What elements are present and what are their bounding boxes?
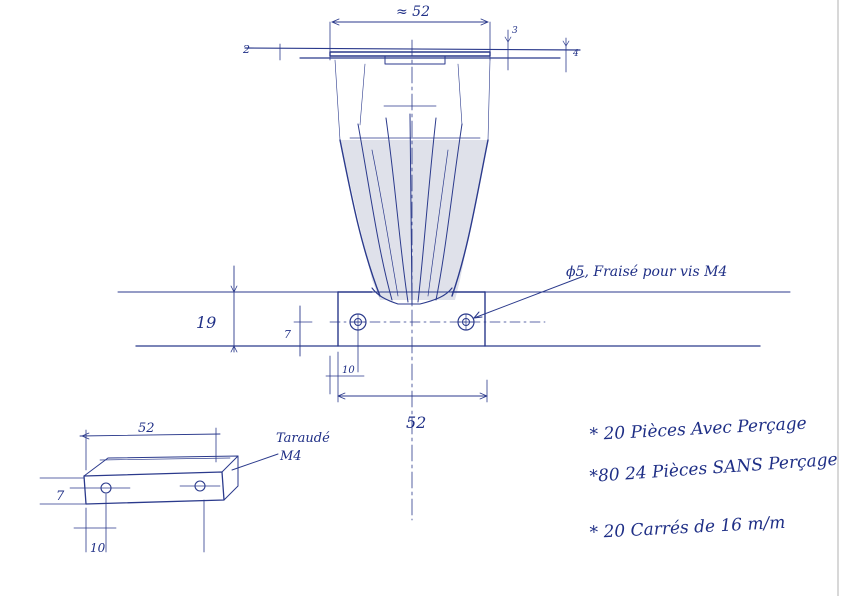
- base-height-label: 19: [196, 313, 216, 332]
- hole-left-icon: [349, 313, 367, 331]
- side-view-block: [39, 427, 279, 553]
- note-squares: * 20 Carrés de 16 m/m: [589, 513, 786, 543]
- hole-callout-text: ϕ5, Fraisé pour vis M4: [566, 264, 727, 280]
- side-offset-label: 10: [90, 541, 106, 555]
- note-with-drilling: * 20 Pièces Avec Perçage: [589, 414, 807, 445]
- hole-offset-label: 10: [342, 365, 355, 376]
- base-plate: [117, 39, 791, 521]
- side-width-label: 52: [138, 421, 155, 436]
- top-width-label: ≈ 52: [396, 4, 430, 20]
- thread-note-line2: M4: [279, 449, 302, 464]
- hole-height-label: 7: [284, 328, 291, 341]
- hole-right-icon: [457, 313, 475, 331]
- base-span-label: 52: [406, 413, 426, 432]
- note-without-drilling: *80 24 Pièces SANS Perçage: [589, 450, 838, 487]
- fluted-cone-body: [334, 59, 491, 305]
- hole-callout-arrow-icon: [473, 311, 483, 319]
- side-height-label: 7: [56, 489, 65, 504]
- top-small-label-a: 3: [512, 26, 518, 36]
- top-left-offset-label: 2: [242, 43, 250, 56]
- top-small-label-b: 4: [572, 49, 579, 59]
- hole-callout-leader: [473, 275, 585, 319]
- thread-note-line1: Taraudé: [276, 431, 330, 446]
- base-dimension-lines: [230, 265, 488, 403]
- top-flange: [244, 18, 581, 73]
